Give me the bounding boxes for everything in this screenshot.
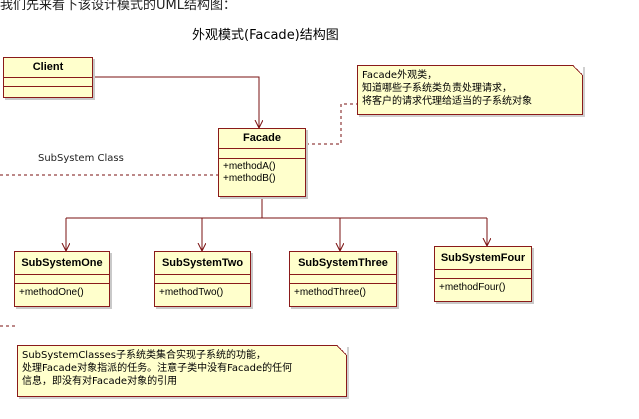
subsystem-one-name: SubSystemOne bbox=[15, 252, 109, 275]
client-class-name: Client bbox=[4, 58, 92, 78]
facade-note-line-2: 知道哪些子系统类负责处理请求， bbox=[362, 83, 512, 94]
client-facade-association bbox=[93, 76, 259, 128]
facade-note-line-3: 将客户的请求代理给适当的子系统对象 bbox=[362, 96, 532, 107]
subsystem-note: SubSystemClasses子系统类集合实现子系统的功能， 处理Facade… bbox=[17, 345, 347, 397]
subsystem-four-op: +methodFour() bbox=[439, 282, 506, 293]
facade-op-b: +methodB() bbox=[223, 173, 276, 184]
subsystem-note-line-1: SubSystemClasses子系统类集合实现子系统的功能， bbox=[22, 350, 266, 361]
subsystem-note-line-3: 信息，即没有对Facade对象的引用 bbox=[22, 376, 178, 387]
client-class[interactable]: Client bbox=[3, 57, 93, 98]
subsystem-three-class[interactable]: SubSystemThree +methodThree() bbox=[289, 251, 397, 307]
facade-note: Facade外观类， 知道哪些子系统类负责处理请求， 将客户的请求代理给适当的子… bbox=[357, 65, 583, 115]
subsystem-class-label: SubSystem Class bbox=[38, 153, 124, 164]
subsystem-four-name: SubSystemFour bbox=[435, 247, 531, 270]
subsystem-one-class[interactable]: SubSystemOne +methodOne() bbox=[14, 251, 110, 307]
subsystem-three-op: +methodThree() bbox=[294, 287, 366, 298]
subsystem-one-op: +methodOne() bbox=[19, 287, 84, 298]
facade-note-line-1: Facade外观类， bbox=[362, 70, 438, 81]
facade-class-name: Facade bbox=[219, 129, 305, 149]
facade-note-link bbox=[306, 103, 357, 145]
facade-op-a: +methodA() bbox=[223, 161, 276, 172]
note-fold-corner bbox=[573, 65, 583, 75]
subsystem-two-class[interactable]: SubSystemTwo +methodTwo() bbox=[154, 251, 251, 307]
facade-class[interactable]: Facade +methodA() +methodB() bbox=[218, 128, 306, 197]
subsystem-note-line-2: 处理Facade对象指派的任务。注意子类中没有Facade的任何 bbox=[22, 363, 293, 374]
diagram-title: 外观模式(Facade)结构图 bbox=[192, 28, 339, 43]
subsystem-three-name: SubSystemThree bbox=[290, 252, 396, 275]
subsystem-two-op: +methodTwo() bbox=[159, 287, 224, 298]
note-fold-corner bbox=[337, 345, 347, 355]
subsystem-four-class[interactable]: SubSystemFour +methodFour() bbox=[434, 246, 532, 302]
intro-text: 我们先来看下该设计模式的UML结构图： bbox=[0, 0, 236, 13]
subsystem-two-name: SubSystemTwo bbox=[155, 252, 250, 275]
